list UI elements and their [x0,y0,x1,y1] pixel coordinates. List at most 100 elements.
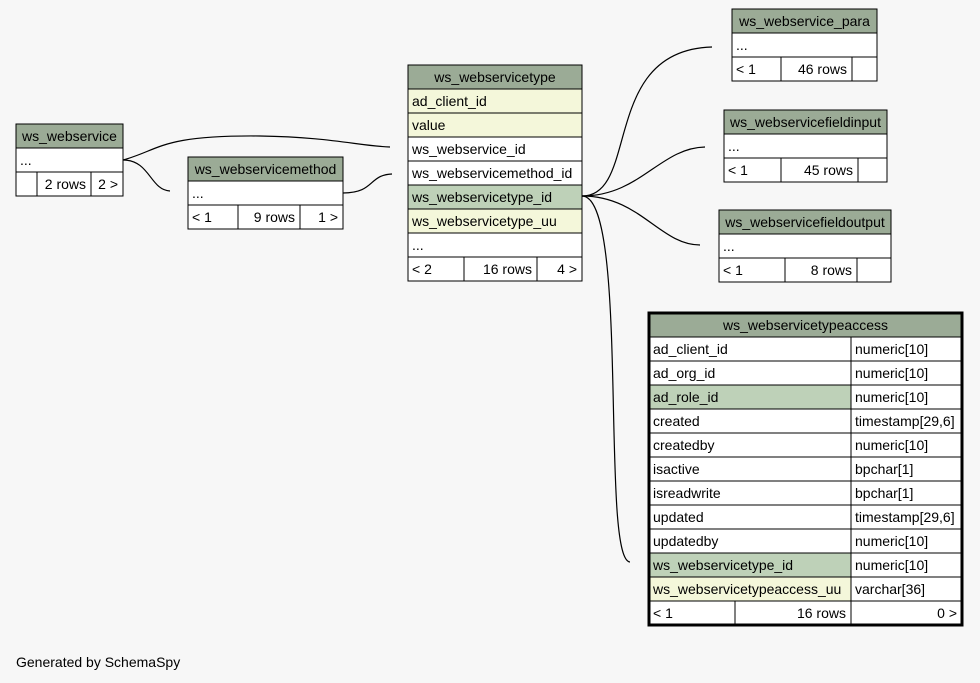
column-type-cell [851,457,962,481]
generated-by-footer: Generated by SchemaSpy [16,654,181,670]
column-name: ... [20,152,32,168]
column-type: numeric[10] [855,341,928,357]
column-name: ws_webservicetypeaccess_uu [652,581,841,597]
column-cell [649,385,851,409]
column-name: ad_client_id [653,341,728,357]
table-border [731,8,878,82]
table-ws_webservice_para[interactable]: ws_webservice_para... < 1 46 rows [731,8,878,82]
column-cell [649,505,851,529]
column-cell [408,209,582,233]
parents-count: < 1 [653,605,673,621]
children-count: 2 > [98,176,118,192]
table-ws_webservice[interactable]: ws_webservice... 2 rows 2 > [15,123,124,197]
column-name: ad_client_id [412,93,487,109]
column-type-cell [851,529,962,553]
relationship-line [581,146,706,197]
column-type-cell [851,337,962,361]
table-name: ws_webservicefieldinput [729,114,881,130]
column-type: numeric[10] [855,533,928,549]
table-name: ws_webservicetype [433,69,556,85]
column-name: ws_webservice_id [411,141,526,157]
column-type-cell [851,505,962,529]
parents-count: < 1 [192,209,212,225]
table-header [408,65,582,89]
column-cell [719,234,891,258]
column-cell [732,33,877,57]
table-footer [16,172,123,196]
column-cell [16,148,123,172]
column-name: ws_webservicetype_uu [411,213,557,229]
table-header [724,110,887,134]
column-type-cell [851,361,962,385]
table-header [16,124,123,148]
parents-count: < 1 [728,162,748,178]
column-type-cell [851,409,962,433]
table-header [188,157,343,181]
parents-count: < 1 [736,61,756,77]
parents-count: < 2 [412,261,432,277]
column-name: ws_webservicemethod_id [411,165,572,181]
table-header [732,9,877,33]
relationship-line [581,195,631,563]
column-type: varchar[36] [855,581,925,597]
column-type-cell [851,481,962,505]
column-cell [649,361,851,385]
column-cell [408,233,582,257]
relationship-line [342,173,393,194]
column-cell [649,337,851,361]
table-border [15,123,124,197]
column-name: updated [653,509,704,525]
column-type: numeric[10] [855,557,928,573]
table-border [407,64,583,282]
column-name: ... [192,185,204,201]
column-cell [649,481,851,505]
column-type: timestamp[29,6] [855,509,955,525]
table-name: ws_webservice [21,128,117,144]
column-type: numeric[10] [855,365,928,381]
table-name: ws_webservicemethod [194,161,337,177]
row-count: 16 rows [483,261,532,277]
column-name: value [412,117,446,133]
table-footer [188,205,343,229]
column-cell [408,161,582,185]
row-count: 45 rows [804,162,853,178]
column-name: ws_webservicetype_id [652,557,793,573]
column-cell [649,529,851,553]
column-name: ws_webservicetype_id [411,189,552,205]
parents-count: < 1 [723,262,743,278]
row-count: 46 rows [798,61,847,77]
column-name: isactive [653,461,700,477]
table-border [647,311,964,627]
table-footer [732,57,877,81]
column-cell [188,181,343,205]
row-count: 2 rows [45,176,86,192]
column-cell [408,89,582,113]
table-border [187,156,344,230]
column-name: ad_role_id [653,389,718,405]
column-name: updatedby [653,533,718,549]
column-cell [649,553,851,577]
table-name: ws_webservice_para [738,13,870,29]
column-type-cell [851,385,962,409]
row-count: 9 rows [254,209,295,225]
column-cell [649,577,851,601]
column-type: numeric[10] [855,437,928,453]
row-count: 16 rows [797,605,846,621]
column-type-cell [851,433,962,457]
table-border [723,109,888,183]
column-name: ... [736,37,748,53]
table-footer [649,601,962,625]
column-cell [724,134,887,158]
column-cell [649,433,851,457]
column-type: timestamp[29,6] [855,413,955,429]
column-name: isreadwrite [653,485,721,501]
column-name: ad_org_id [653,365,715,381]
tables-layer: ws_webservice... 2 rows 2 > ws_webserviceme… [15,8,964,627]
table-footer [719,258,891,282]
